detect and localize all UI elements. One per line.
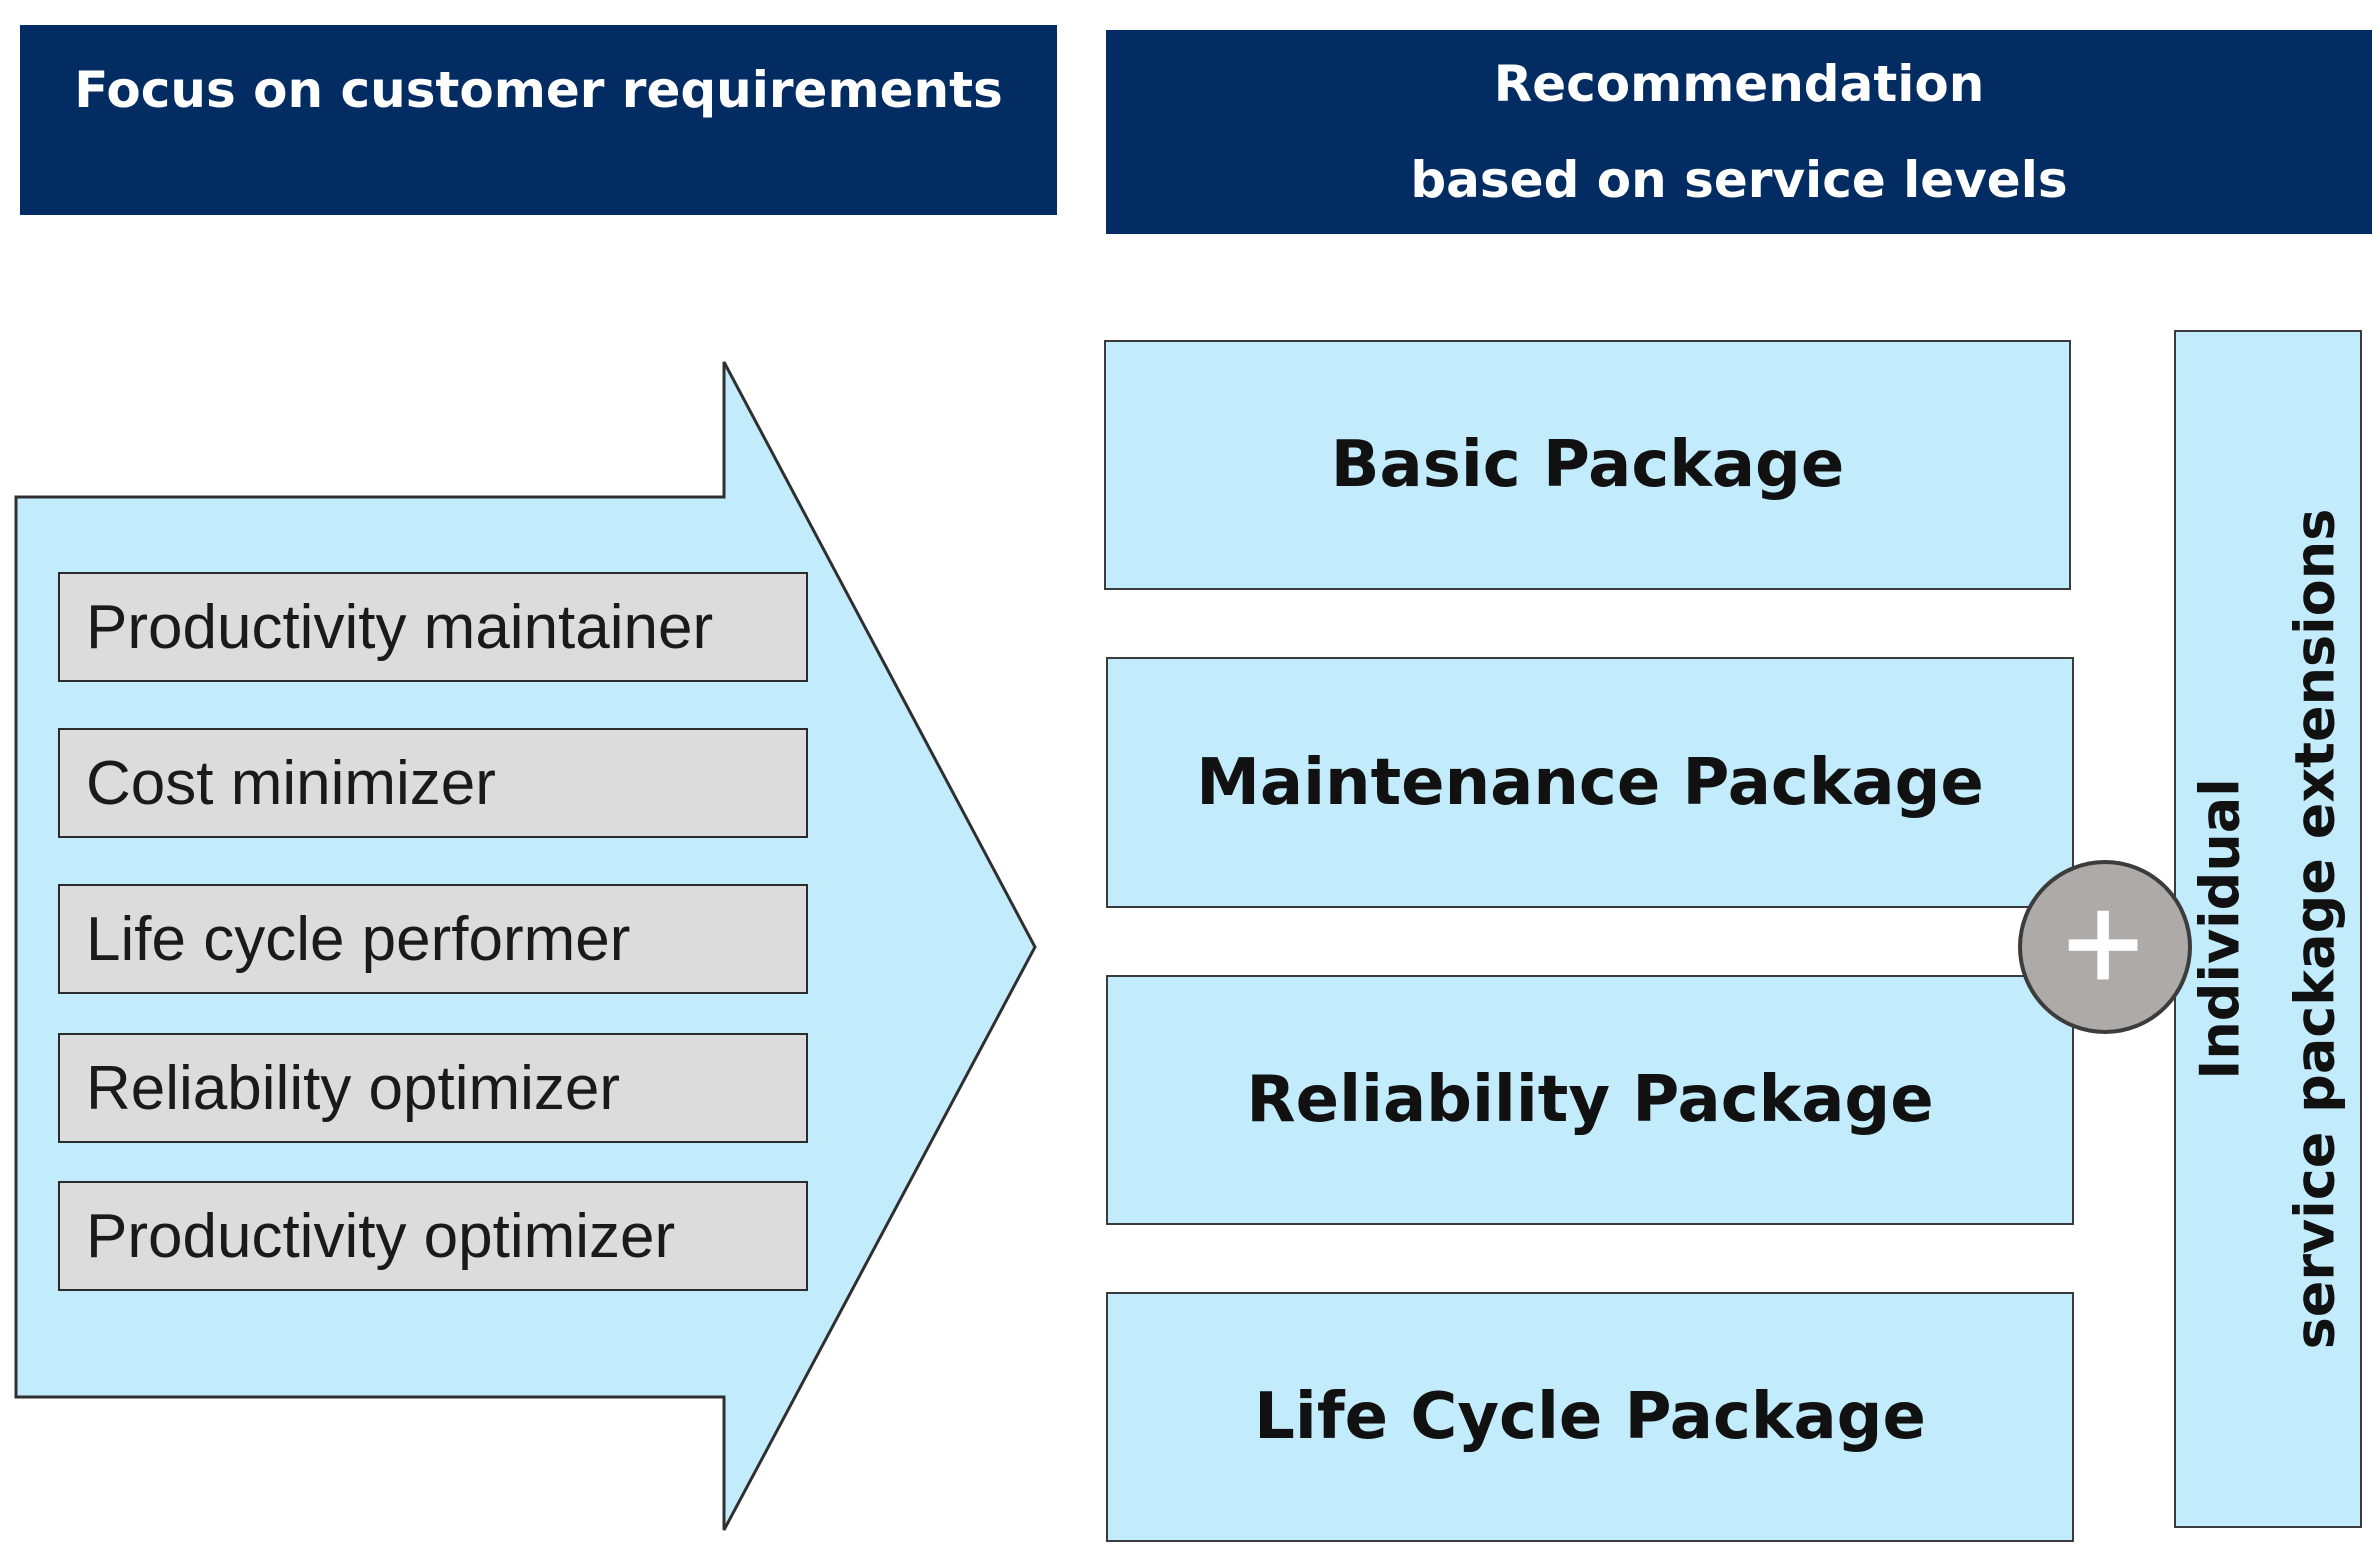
customer-type-item: Life cycle performer	[58, 884, 808, 994]
package-life-cycle: Life Cycle Package	[1106, 1292, 2074, 1542]
service-extensions-box: Individual service package extensions	[2174, 330, 2362, 1528]
customer-type-label: Productivity maintainer	[86, 592, 714, 662]
customer-type-item: Cost minimizer	[58, 728, 808, 838]
plus-icon	[2068, 910, 2138, 980]
service-extensions-text: Individual service package extensions	[2174, 509, 2363, 1350]
header-customer-requirements-text: Focus on customer requirements	[74, 61, 1003, 119]
package-maintenance: Maintenance Package	[1106, 657, 2074, 908]
package-basic: Basic Package	[1104, 340, 2071, 590]
customer-type-item: Productivity optimizer	[58, 1181, 808, 1291]
header-recommendation-line2: based on service levels	[1410, 151, 2068, 209]
customer-type-label: Productivity optimizer	[86, 1201, 676, 1271]
plus-connector	[2018, 860, 2192, 1034]
service-extensions-line2: service package extensions	[2283, 508, 2346, 1350]
package-reliability: Reliability Package	[1106, 975, 2074, 1225]
header-customer-requirements: Focus on customer requirements	[20, 25, 1057, 215]
customer-type-label: Life cycle performer	[86, 904, 631, 974]
package-maintenance-label: Maintenance Package	[1196, 745, 1984, 820]
package-life-cycle-label: Life Cycle Package	[1254, 1380, 1926, 1454]
package-reliability-label: Reliability Package	[1246, 1063, 1934, 1137]
header-recommendation: Recommendation based on service levels	[1106, 30, 2372, 234]
package-basic-label: Basic Package	[1330, 428, 1845, 502]
header-recommendation-line1: Recommendation	[1493, 55, 1985, 113]
customer-type-item: Reliability optimizer	[58, 1033, 808, 1143]
customer-type-label: Reliability optimizer	[86, 1053, 621, 1123]
customer-type-item: Productivity maintainer	[58, 572, 808, 682]
customer-type-label: Cost minimizer	[86, 748, 496, 818]
